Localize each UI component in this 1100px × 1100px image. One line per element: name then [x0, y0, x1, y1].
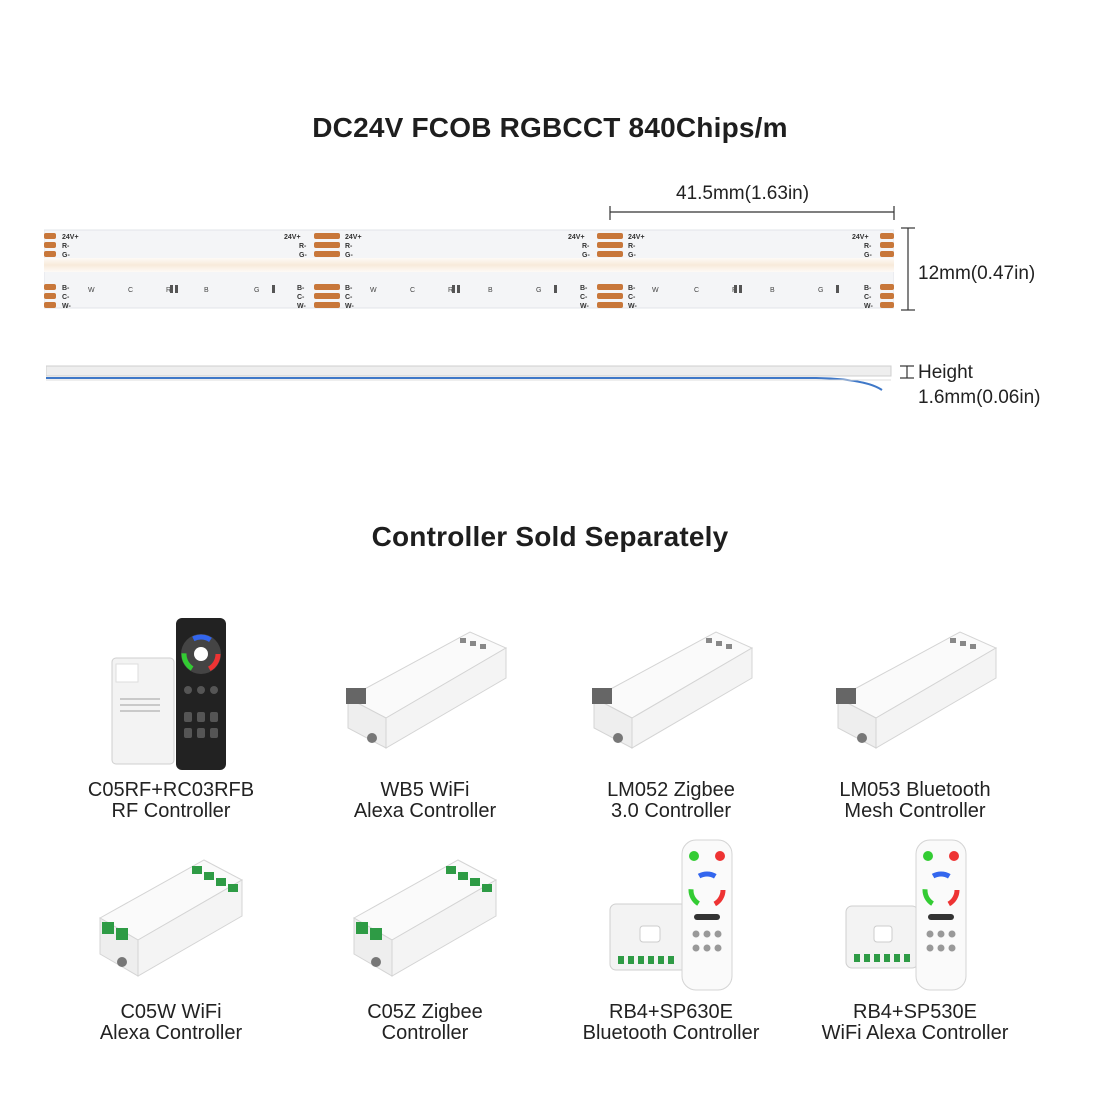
svg-text:W: W — [652, 287, 659, 294]
svg-text:C-: C- — [580, 294, 588, 301]
svg-text:B-: B- — [297, 285, 305, 292]
svg-text:G: G — [254, 287, 259, 294]
svg-text:G-: G- — [582, 252, 590, 259]
segment-dimension-line — [609, 206, 895, 220]
svg-text:C-: C- — [628, 294, 636, 301]
controller-box-icon — [836, 631, 998, 749]
svg-text:24V+: 24V+ — [62, 234, 79, 241]
svg-text:C: C — [410, 287, 415, 294]
svg-text:24V+: 24V+ — [568, 234, 585, 241]
svg-text:B-: B- — [580, 285, 588, 292]
svg-text:R-: R- — [62, 243, 70, 250]
svg-text:W-: W- — [345, 303, 354, 310]
svg-text:G-: G- — [62, 252, 70, 259]
svg-text:R-: R- — [628, 243, 636, 250]
width-label: 12mm(0.47in) — [918, 263, 1036, 284]
svg-text:R: R — [448, 287, 453, 294]
svg-text:G: G — [818, 287, 823, 294]
svg-text:W-: W- — [628, 303, 637, 310]
svg-text:G-: G- — [864, 252, 872, 259]
svg-text:24V+: 24V+ — [628, 234, 645, 241]
svg-text:C: C — [128, 287, 133, 294]
svg-text:C-: C- — [62, 294, 70, 301]
svg-text:W-: W- — [864, 303, 873, 310]
height-value: 1.6mm(0.06in) — [918, 387, 1041, 408]
svg-text:C: C — [694, 287, 699, 294]
svg-text:W-: W- — [580, 303, 589, 310]
controller-with-remote-icon — [845, 839, 967, 991]
svg-text:G-: G- — [299, 252, 307, 259]
svg-text:C-: C- — [864, 294, 872, 301]
height-dimension-line — [900, 365, 914, 379]
svg-text:B: B — [770, 287, 775, 294]
svg-text:W-: W- — [62, 303, 71, 310]
svg-text:R-: R- — [299, 243, 307, 250]
svg-text:R-: R- — [345, 243, 353, 250]
svg-text:B-: B- — [864, 285, 872, 292]
svg-text:C-: C- — [345, 294, 353, 301]
svg-text:24V+: 24V+ — [852, 234, 869, 241]
width-dimension-line — [901, 227, 915, 311]
controllers-title: Controller Sold Separately — [371, 521, 729, 552]
svg-text:G-: G- — [345, 252, 353, 259]
controller-box-icon — [592, 631, 754, 749]
svg-text:W: W — [88, 287, 95, 294]
led-strip-top-view: 24V+ R- G- B- C- W- 24V+ R- G- B- C- W- 24V+ R- G-… — [44, 229, 894, 310]
green-terminal-controller-icon — [98, 859, 244, 977]
svg-text:W-: W- — [297, 303, 306, 310]
controller-with-remote-icon — [111, 618, 226, 770]
svg-text:G-: G- — [628, 252, 636, 259]
svg-text:G: G — [536, 287, 541, 294]
svg-text:24V+: 24V+ — [345, 234, 362, 241]
svg-text:W: W — [370, 287, 377, 294]
svg-text:B-: B- — [345, 285, 353, 292]
strip-title: DC24V FCOB RGBCCT 840Chips/m — [312, 112, 788, 143]
svg-text:R-: R- — [582, 243, 590, 250]
segment-length-label: 41.5mm(1.63in) — [676, 183, 810, 204]
svg-text:R-: R- — [864, 243, 872, 250]
height-label: Height — [918, 362, 973, 383]
svg-text:B-: B- — [62, 285, 70, 292]
svg-text:24V+: 24V+ — [284, 234, 301, 241]
svg-text:R: R — [166, 287, 171, 294]
svg-text:B: B — [488, 287, 493, 294]
controller-with-remote-icon — [609, 839, 733, 991]
svg-text:C-: C- — [297, 294, 305, 301]
controller-box-icon — [346, 631, 508, 749]
green-terminal-controller-icon — [352, 859, 498, 977]
led-strip-side-view — [46, 365, 892, 391]
svg-text:B: B — [204, 287, 209, 294]
svg-text:B-: B- — [628, 285, 636, 292]
